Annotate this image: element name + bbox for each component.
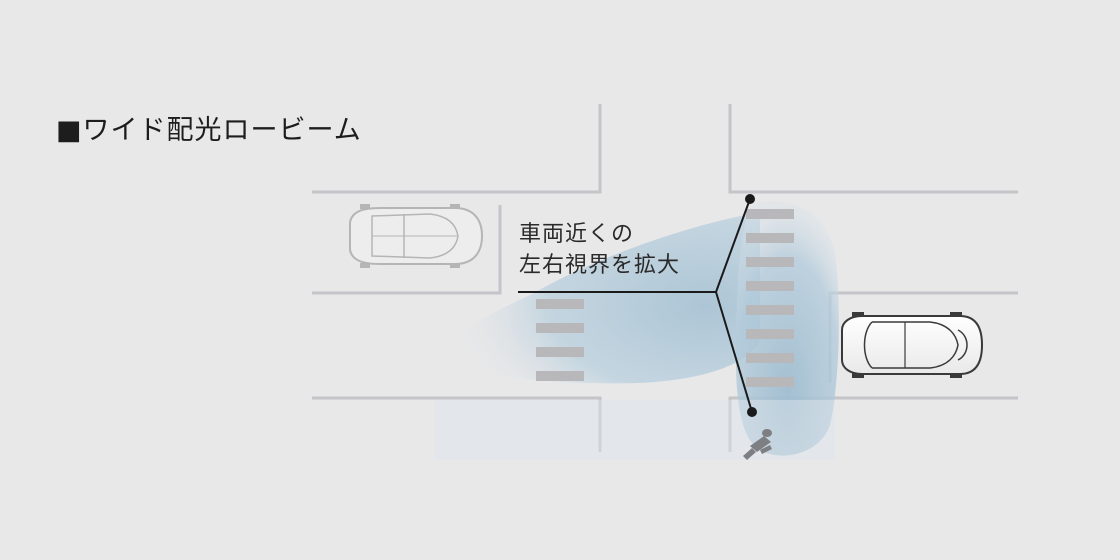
crosswalk-stripe	[746, 281, 794, 291]
leader-to-top	[715, 198, 751, 293]
road-edge-bottom-right	[728, 396, 1018, 452]
callout-leader	[518, 194, 757, 417]
callout-label: 車両近くの 左右視界を拡大	[519, 219, 680, 281]
light-beam-left-spread	[453, 212, 760, 384]
crosswalk-right	[746, 209, 794, 387]
light-beam-haze	[435, 400, 835, 460]
crosswalk-stripe	[536, 299, 584, 309]
oncoming-car-faded	[349, 204, 484, 268]
crosswalk-stripe	[746, 329, 794, 339]
road-edge-top-left	[312, 104, 602, 194]
crosswalk-stripe	[536, 347, 584, 357]
crosswalk-stripe	[536, 371, 584, 381]
road-edge-top-right	[728, 104, 1018, 194]
crosswalk-stripe	[746, 305, 794, 315]
road-edge-bottom-left	[312, 396, 602, 452]
crosswalk-stripe	[746, 257, 794, 267]
pedestrian-icon	[743, 429, 772, 460]
leader-dot-bottom	[747, 407, 757, 417]
leader-dot-top	[745, 194, 755, 204]
crosswalk-stripe	[746, 209, 794, 219]
light-beam	[435, 200, 839, 460]
crosswalk-stripe	[746, 233, 794, 243]
crosswalk-left	[536, 299, 584, 381]
callout-line-1: 車両近くの	[519, 222, 635, 247]
road-edge-mid-left	[312, 205, 502, 295]
crosswalk-stripe	[536, 323, 584, 333]
leader-to-bottom	[715, 291, 753, 413]
crosswalk-stripe	[746, 353, 794, 363]
callout-line-2: 左右視界を拡大	[519, 253, 681, 278]
diagram-title: ■ワイド配光ロービーム	[56, 115, 362, 146]
own-car	[841, 312, 984, 378]
crosswalk-stripe	[746, 377, 794, 387]
